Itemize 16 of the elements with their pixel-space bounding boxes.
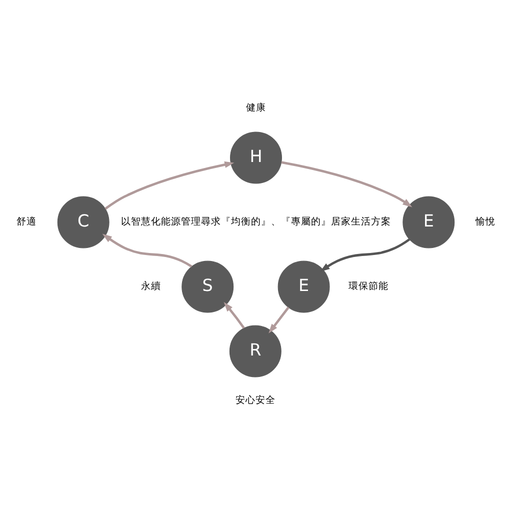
node-label: 安心安全 — [235, 394, 276, 406]
node-label: 永續 — [140, 280, 161, 292]
node-circle: H — [230, 131, 282, 184]
arrow — [104, 160, 234, 210]
arrow — [224, 302, 245, 328]
node-circle: R — [229, 324, 282, 377]
node-label: 環保節能 — [348, 280, 388, 292]
arrow — [320, 238, 410, 272]
node-circle: C — [57, 196, 110, 248]
node-label: 健康 — [246, 102, 266, 113]
arrow — [268, 306, 290, 333]
node-label: 舒適 — [16, 216, 37, 228]
label: 以智慧化能源管理尋求『均衡的』、『專屬的』居家生活方案 — [121, 216, 391, 228]
arrow — [102, 233, 192, 268]
arrow — [281, 160, 412, 207]
node-label: 愉悅 — [475, 216, 496, 228]
